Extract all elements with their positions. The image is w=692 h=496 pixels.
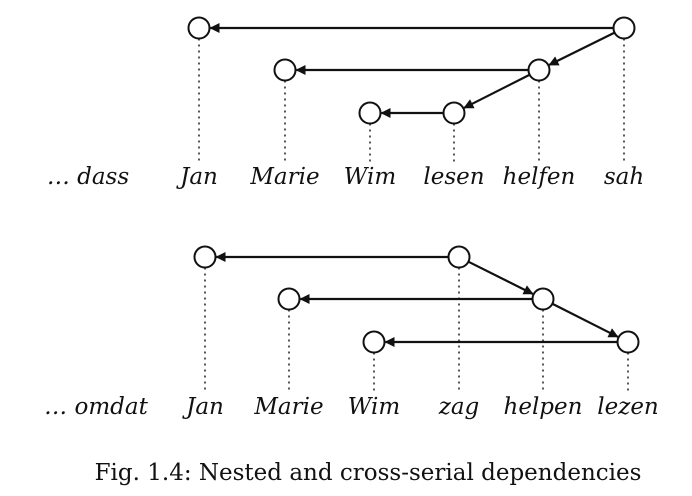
node-marie [277, 287, 301, 311]
node-sah [612, 16, 636, 40]
edge-helpen-to-lezen [551, 302, 619, 338]
node-wim [358, 101, 382, 125]
word-zag: zag [438, 394, 480, 420]
dutch-cross-serial-diagram: … omdat Jan Marie Wim zag helpen lezen [44, 245, 659, 420]
word-jan: Jan [182, 394, 224, 420]
word-lesen: lesen [423, 164, 484, 190]
word-lezen: lezen [597, 394, 659, 420]
node-wim [362, 330, 386, 354]
german-nested-diagram: … dass Jan Marie Wim lesen helfen sah [47, 16, 644, 190]
word-helfen: helfen [503, 164, 576, 190]
word-jan: Jan [176, 164, 218, 190]
word-sah: sah [604, 164, 644, 190]
edge-helfen-to-lesen [463, 73, 531, 109]
node-lesen [442, 101, 466, 125]
node-marie [273, 58, 297, 82]
word-wim: Wim [344, 164, 396, 190]
word-marie: Marie [253, 394, 323, 420]
node-lezen [616, 330, 640, 354]
node-jan [193, 245, 217, 269]
sentence-prefix: … omdat [44, 394, 148, 420]
sentence-prefix: … dass [47, 164, 130, 190]
node-helfen [527, 58, 551, 82]
edge-sah-to-helfen [548, 31, 616, 66]
word-marie: Marie [249, 164, 319, 190]
node-helpen [531, 287, 555, 311]
word-wim: Wim [348, 394, 400, 420]
node-zag [447, 245, 471, 269]
edge-zag-to-helpen [467, 260, 534, 295]
node-jan [187, 16, 211, 40]
word-helpen: helpen [504, 394, 583, 420]
figure-caption: Fig. 1.4: Nested and cross-serial depend… [95, 460, 642, 486]
